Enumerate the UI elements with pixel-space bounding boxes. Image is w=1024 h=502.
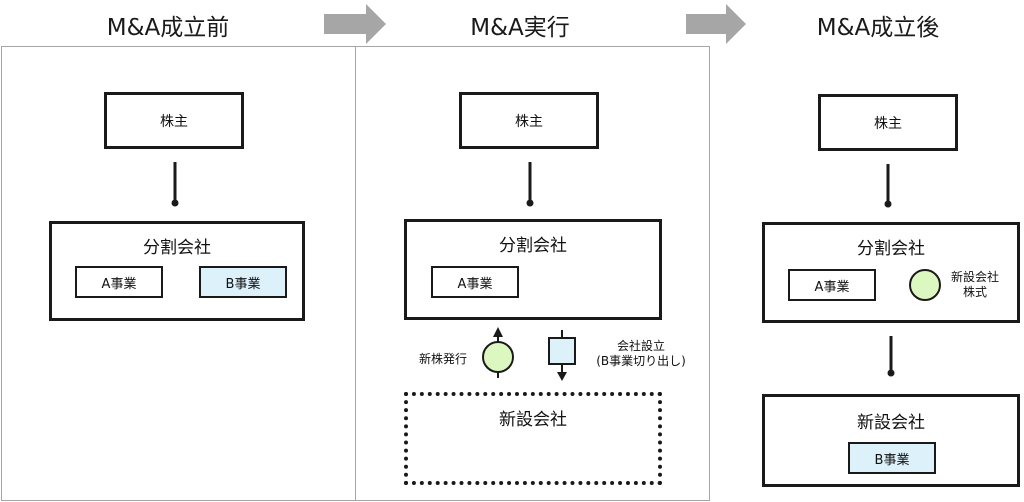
before-shareholder-box: 株主 bbox=[104, 92, 244, 149]
execution-business-a-label: A事業 bbox=[457, 276, 493, 292]
flow-arrow-1 bbox=[324, 4, 386, 44]
after-new-company-shares-circle bbox=[909, 269, 941, 301]
company-setup-label: 会社設立 (B事業切り出し) bbox=[582, 339, 700, 369]
after-business-a-label: A事業 bbox=[814, 279, 850, 295]
execution-shareholder-box: 株主 bbox=[459, 92, 599, 149]
after-split-company bbox=[762, 222, 1020, 323]
before-business-a: A事業 bbox=[75, 266, 163, 298]
before-business-a-label: A事業 bbox=[101, 276, 137, 292]
execution-shareholder-label: 株主 bbox=[515, 113, 543, 130]
execution-split-company-label: 分割会社 bbox=[499, 236, 567, 256]
after-new-company-shares-label: 新設会社 株式 bbox=[940, 270, 1010, 300]
after-new-company-shares-line2: 株式 bbox=[962, 285, 987, 299]
after-new-company-label: 新設会社 bbox=[857, 413, 925, 433]
before-connector-dot bbox=[171, 199, 179, 207]
new-share-arrow-head bbox=[493, 327, 503, 337]
before-business-b: B事業 bbox=[199, 266, 287, 298]
before-business-b-label: B事業 bbox=[225, 276, 261, 292]
after-shareholder-box: 株主 bbox=[818, 94, 958, 151]
after-connector-top-dot bbox=[884, 200, 892, 208]
after-shareholder-label: 株主 bbox=[874, 115, 902, 132]
stage-title-before: M&A成立前 bbox=[106, 15, 230, 41]
execution-connector-dot bbox=[526, 199, 534, 207]
company-setup-square bbox=[548, 337, 576, 365]
after-connector-middle-dot bbox=[887, 369, 895, 377]
after-new-company bbox=[762, 394, 1020, 487]
after-split-company-label: 分割会社 bbox=[857, 239, 925, 259]
new-share-circle bbox=[482, 341, 514, 373]
flow-arrow-2 bbox=[686, 4, 746, 44]
stage-title-after: M&A成立後 bbox=[816, 15, 940, 41]
company-setup-arrow-head bbox=[557, 372, 567, 381]
after-business-b: B事業 bbox=[848, 442, 936, 474]
stage-title-execution: M&A実行 bbox=[470, 15, 570, 41]
before-shareholder-label: 株主 bbox=[160, 113, 188, 130]
execution-business-a: A事業 bbox=[431, 266, 519, 298]
company-setup-line1: 会社設立 bbox=[616, 339, 665, 353]
after-business-a: A事業 bbox=[788, 269, 876, 301]
before-split-company-label: 分割会社 bbox=[143, 238, 211, 258]
company-setup-line2: (B事業切り出し) bbox=[596, 354, 686, 368]
after-new-company-shares-line1: 新設会社 bbox=[950, 270, 999, 284]
execution-new-company bbox=[404, 392, 662, 485]
execution-new-company-label: 新設会社 bbox=[499, 410, 567, 430]
after-business-b-label: B事業 bbox=[874, 452, 910, 468]
new-share-issue-label: 新株発行 bbox=[419, 352, 468, 366]
